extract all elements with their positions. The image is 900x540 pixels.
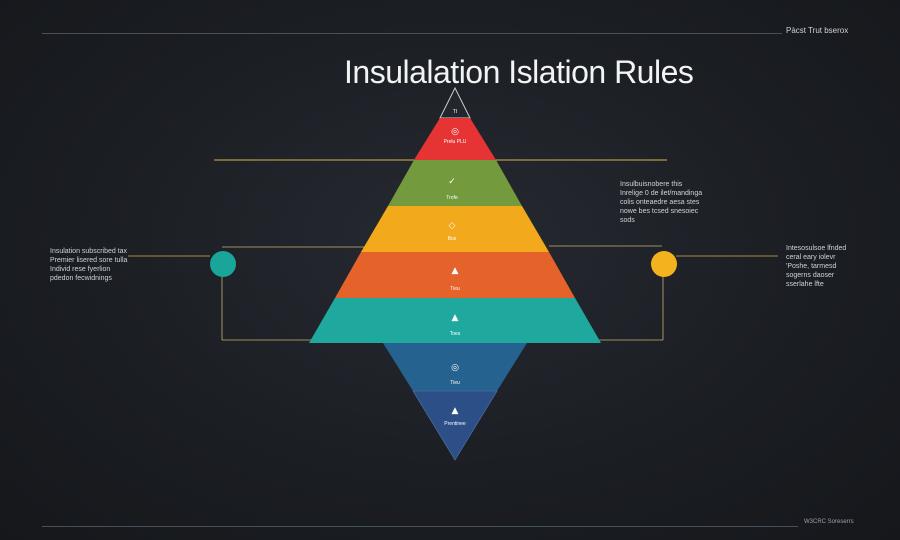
tier-2: [388, 160, 522, 206]
triangle-icon: ▲: [452, 313, 459, 323]
tier-6: [383, 343, 527, 391]
diamond-icon: ◇: [449, 221, 456, 231]
left-note: Insulation subscribed tax Premier lisere…: [50, 248, 128, 282]
check-icon: ✓: [448, 177, 456, 187]
bottom-rule: [42, 526, 798, 527]
tier-2-label: Trofe: [446, 195, 458, 201]
tier-5-label: Toes: [450, 331, 461, 337]
bottom-right-caption: W3CRC Soreserrs: [804, 519, 854, 525]
apex-label: TI: [453, 109, 457, 115]
right-note: Intesosulsoe lfnded ceral eary iolevr 'P…: [786, 245, 847, 288]
page-title: Insulalation Islation Rules: [344, 54, 694, 90]
tier-7-label: Prentinee: [444, 421, 466, 427]
tier-4: [335, 252, 575, 298]
tier-3-label: Bos: [448, 236, 457, 242]
circle-target-icon: ◎: [451, 363, 459, 373]
alert-triangle-icon: ▲: [452, 406, 459, 416]
top-right-caption: Pàcst Trut bserox: [786, 26, 849, 35]
tier-7: [412, 390, 498, 461]
tier-3: [361, 206, 549, 252]
warning-triangle-icon: ▲: [452, 266, 459, 276]
tier-1: [414, 118, 496, 160]
tier-6-label: Tieu: [450, 380, 460, 386]
tier-4-label: Tieu: [450, 286, 460, 292]
tier-5: [309, 298, 601, 343]
top-rule: [42, 33, 782, 34]
right-top-note: Insulbuisnobere this Inrelige 0 de ilet/…: [620, 181, 703, 224]
left-node: [210, 251, 236, 277]
target-icon: ◎: [451, 127, 459, 137]
tier-1-label: Prelu PLU: [444, 139, 467, 145]
right-node: [651, 251, 677, 277]
